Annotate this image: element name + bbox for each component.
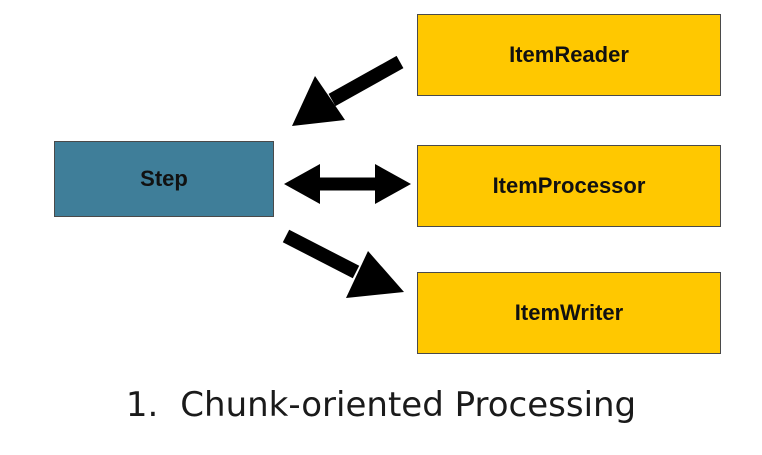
caption-number: 1. (125, 385, 159, 425)
caption-text: Chunk-oriented Processing (180, 385, 637, 425)
item-writer-box: ItemWriter (417, 272, 721, 354)
item-processor-box: ItemProcessor (417, 145, 721, 227)
item-reader-label: ItemReader (509, 42, 629, 67)
diagram-caption: 1. Chunk-oriented Processing (0, 385, 762, 425)
step-box: Step (54, 141, 274, 217)
arrow-step-processor-bidirectional (284, 164, 411, 204)
item-reader-box: ItemReader (417, 14, 721, 96)
step-label: Step (140, 166, 188, 191)
item-processor-label: ItemProcessor (492, 173, 646, 198)
arrow-reader-to-step (292, 55, 404, 126)
arrow-step-to-writer (282, 229, 404, 298)
item-writer-label: ItemWriter (514, 300, 624, 325)
